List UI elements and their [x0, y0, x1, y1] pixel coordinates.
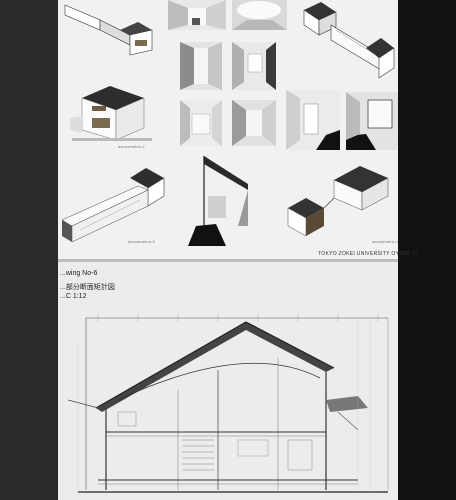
interior-view-a	[180, 42, 222, 90]
caption-long-house: axonometric-3	[128, 239, 155, 244]
axonometric-long-house	[60, 160, 172, 244]
board-seam	[58, 259, 398, 262]
interior-view-e	[286, 90, 340, 150]
drawing-scale: ...C 1:12	[60, 293, 87, 300]
dark-background-right	[398, 0, 456, 500]
cross-section-drawing	[58, 300, 398, 500]
axonometric-house-right	[284, 160, 398, 242]
interior-view-f	[346, 92, 398, 150]
axonometric-house-top-right	[296, 0, 398, 88]
interior-view-top-2	[232, 0, 287, 30]
house-rendering-elevation	[62, 78, 162, 150]
dark-background-left	[0, 0, 58, 500]
drawing-number: ...wing No-6	[60, 270, 98, 277]
board-footer-text: TOKYO ZOKEI UNIVERSITY OYOBE YI	[318, 251, 418, 257]
section-perspective-view	[186, 156, 276, 246]
interior-view-top-1	[168, 0, 226, 30]
interior-view-c	[180, 100, 222, 146]
caption-right-house: axonometric-4	[372, 239, 399, 244]
presentation-board-lower	[58, 262, 398, 500]
drawing-title: ...部分断面矩計図	[60, 284, 115, 291]
caption-elevation: axonometric-2	[118, 144, 145, 149]
interior-view-d	[232, 100, 276, 146]
interior-view-b	[232, 42, 276, 90]
axonometric-house-top-left	[60, 0, 160, 64]
